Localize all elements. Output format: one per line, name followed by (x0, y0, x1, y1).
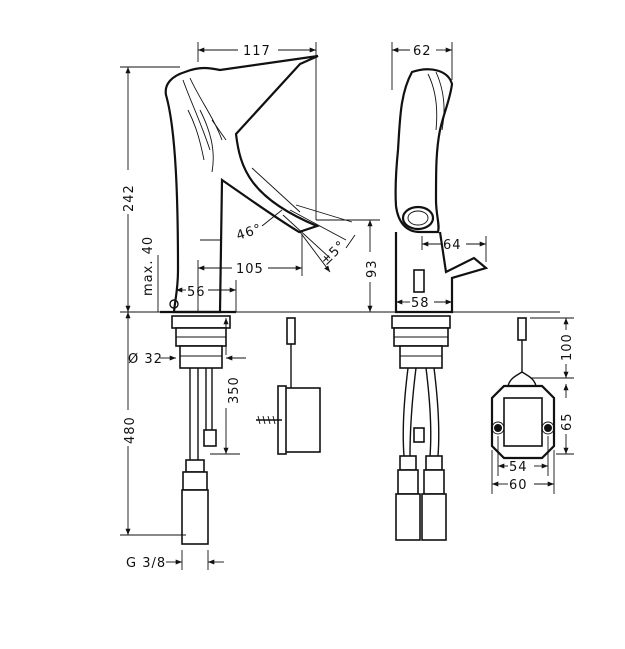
dim-max40-label: max. 40 (141, 236, 156, 296)
dim-117-label: 117 (243, 44, 271, 59)
dim-60-label: 60 (509, 478, 528, 493)
dim-480-label: 480 (123, 416, 138, 444)
front-mounting-assembly: 350 Ø 32 480 G 3/8 (120, 312, 246, 571)
front-dimensions: 117 242 max. 40 46° ±5° 105 93 56 (120, 42, 560, 313)
control-box-side (256, 317, 321, 455)
dim-100-label: 100 (560, 333, 575, 361)
dim-64-label: 64 (443, 238, 462, 253)
control-box-front: 100 65 54 60 (490, 317, 575, 494)
dim-54-label: 54 (509, 460, 528, 475)
dim-93-label: 93 (365, 259, 380, 278)
side-view-faucet: 62 64 58 (391, 42, 489, 314)
dim-350-label: 350 (227, 376, 242, 404)
dim-105-label: 105 (236, 262, 264, 277)
dim-58-label: 58 (411, 296, 430, 311)
dim-g38-label: G 3/8 (126, 556, 166, 571)
dim-242-label: 242 (122, 184, 137, 212)
dim-46-label: 46° (235, 221, 264, 243)
dim-dia32-label: Ø 32 (128, 352, 163, 367)
dim-62-label: 62 (413, 44, 432, 59)
dim-56-label: 56 (187, 285, 206, 300)
side-mounting-assembly (391, 315, 451, 541)
dim-tolerance-label: ±5° (318, 238, 349, 269)
dim-65-label: 65 (560, 412, 575, 431)
